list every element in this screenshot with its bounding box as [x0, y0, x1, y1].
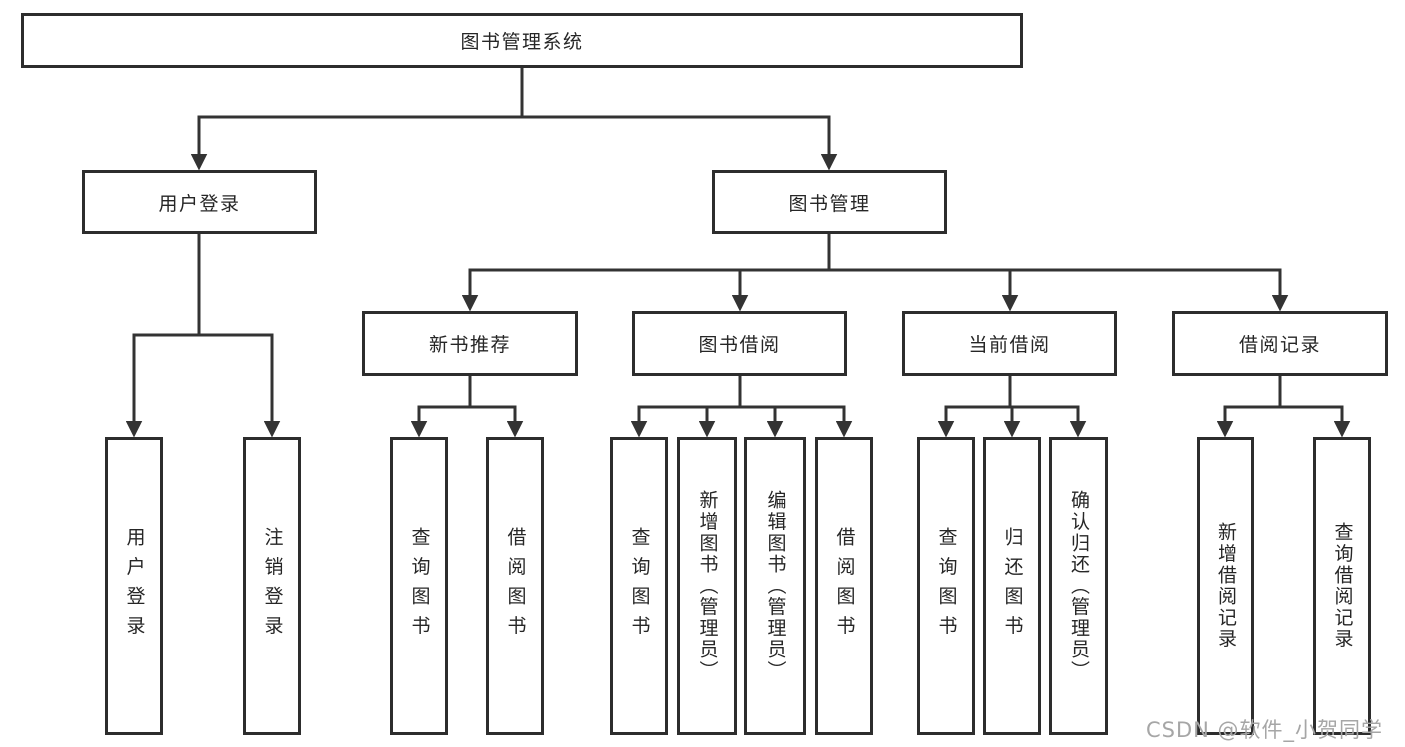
node-book-management: 图书管理 [712, 170, 947, 234]
node-new-book-recommend: 新书推荐 [362, 311, 578, 376]
node-label: 注销登录 [261, 527, 284, 645]
leaf-query-books-recommend: 查询图书 [390, 437, 448, 735]
leaf-return-books: 归还图书 [983, 437, 1041, 735]
node-label: 图书借阅 [698, 334, 781, 356]
node-label: 借阅图书 [833, 527, 856, 645]
leaf-borrow-books-recommend: 借阅图书 [486, 437, 544, 735]
node-user-login: 用户登录 [82, 170, 317, 234]
leaf-query-borrow-record: 查询借阅记录 [1313, 437, 1371, 735]
node-label: 图书管理系统 [460, 31, 584, 53]
node-label: 新增图书（管理员） [696, 490, 719, 682]
node-label: 用户登录 [158, 192, 241, 215]
node-current-borrowing: 当前借阅 [902, 311, 1117, 376]
leaf-query-books-borrowing: 查询图书 [610, 437, 668, 735]
node-label: 当前借阅 [968, 334, 1051, 356]
node-label: 查询图书 [935, 527, 958, 645]
leaf-query-books-current: 查询图书 [917, 437, 975, 735]
node-label: 借阅图书 [504, 527, 527, 645]
node-label: 归还图书 [1001, 527, 1024, 645]
node-label: 查询图书 [628, 527, 651, 645]
csdn-watermark: CSDN @软件_小贺同学 [1146, 718, 1384, 742]
node-label: 图书管理 [788, 192, 871, 215]
leaf-add-borrow-record: 新增借阅记录 [1197, 437, 1254, 735]
node-label: 查询借阅记录 [1331, 522, 1354, 650]
leaf-logout: 注销登录 [243, 437, 301, 735]
node-label: 查询图书 [408, 527, 431, 645]
node-label: 新书推荐 [428, 334, 511, 356]
leaf-add-books-admin: 新增图书（管理员） [677, 437, 737, 735]
node-label: 确认归还（管理员） [1068, 490, 1090, 682]
node-root-library-system: 图书管理系统 [21, 13, 1023, 68]
node-label: 借阅记录 [1238, 334, 1321, 356]
leaf-borrow-books-borrowing: 借阅图书 [815, 437, 873, 735]
node-label: 用户登录 [123, 527, 146, 645]
leaf-edit-books-admin: 编辑图书（管理员） [744, 437, 806, 735]
node-label: 编辑图书（管理员） [764, 490, 787, 682]
leaf-user-login: 用户登录 [105, 437, 163, 735]
leaf-confirm-return-admin: 确认归还（管理员） [1049, 437, 1108, 735]
node-borrow-records: 借阅记录 [1172, 311, 1388, 376]
node-label: 新增借阅记录 [1215, 522, 1237, 650]
node-book-borrowing: 图书借阅 [632, 311, 847, 376]
